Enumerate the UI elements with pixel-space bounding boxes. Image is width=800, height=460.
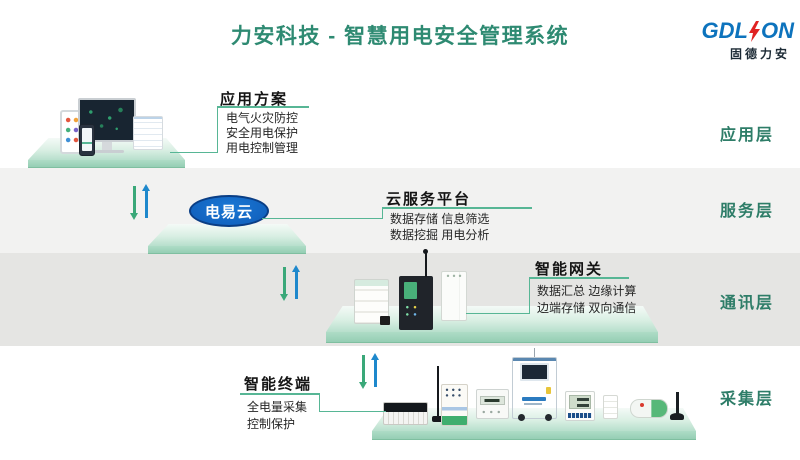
layer-label-collect: 采集层 <box>719 391 774 408</box>
antenna-mast-base <box>432 416 444 422</box>
energy-meter-lcd <box>480 396 505 405</box>
cabinet-brand-submark <box>524 403 542 405</box>
underline-comm <box>529 277 629 279</box>
control-cabinet-illustration <box>441 271 467 321</box>
connector-service <box>262 218 382 219</box>
connector-application <box>170 152 217 153</box>
feature-line: 安全用电保护 <box>226 126 299 140</box>
logo-text-left: GDL <box>701 18 748 43</box>
cabinet-antenna-wire <box>534 348 535 357</box>
terminal-module-illustration <box>441 384 468 426</box>
sensor-card-illustration <box>603 395 618 419</box>
gateway-antenna <box>425 252 427 277</box>
bracket-service <box>382 207 383 219</box>
gateway-antenna-tip <box>423 249 428 254</box>
sync-arrows-2 <box>280 265 303 301</box>
sync-arrows-3 <box>359 353 382 389</box>
features-service: 数据存储 信息筛选 数据挖掘 用电分析 <box>390 211 489 243</box>
arrow-down-icon <box>359 355 367 389</box>
thermo-sensor-buttons <box>568 413 592 418</box>
cabinet-brand-mark <box>522 397 546 401</box>
logo-text-right: ON <box>761 18 794 43</box>
wireless-sensor-illustration <box>630 399 668 418</box>
arrow-up-icon <box>292 265 300 299</box>
cloud-label: 电易云 <box>204 203 253 221</box>
small-antenna <box>676 392 679 416</box>
connector-comm <box>466 313 529 314</box>
dashboard-panel-illustration <box>133 116 163 150</box>
feature-line: 数据存储 信息筛选 <box>390 212 490 226</box>
din-module-illustration <box>354 279 389 324</box>
bracket-collect <box>319 393 320 412</box>
wireless-sensor-led <box>640 403 644 407</box>
layer-label-comm: 通讯层 <box>719 295 774 312</box>
feature-line: 数据挖掘 用电分析 <box>390 228 490 242</box>
page-title: 力安科技 - 智慧用电安全管理系统 <box>230 25 570 48</box>
connector-collect <box>320 411 386 412</box>
feature-line: 电气火灾防控 <box>226 111 299 125</box>
block-title-collect: 智能终端 <box>244 376 313 393</box>
block-title-service: 云服务平台 <box>386 191 472 208</box>
cabinet-screen <box>520 363 549 381</box>
gateway-status-lights <box>404 304 426 320</box>
layer-label-service: 服务层 <box>719 203 774 220</box>
block-title-comm: 智能网关 <box>535 261 604 278</box>
lightning-bolt-icon <box>749 20 760 42</box>
monitor-stand <box>102 142 112 150</box>
cloud-badge: 电易云 <box>189 195 269 227</box>
phone-illustration <box>79 124 95 156</box>
sync-arrows-1 <box>130 184 153 220</box>
company-logo: GDL ON 固德力安 <box>660 18 794 62</box>
feature-line: 全电量采集 <box>247 400 308 414</box>
arrow-up-icon <box>142 184 150 218</box>
monitor-base <box>90 150 124 153</box>
feature-line: 用电控制管理 <box>226 141 299 155</box>
feature-line: 数据汇总 边缘计算 <box>537 284 637 298</box>
din-module-clamp <box>380 316 390 325</box>
feature-line: 控制保护 <box>247 417 296 431</box>
energy-meter-buttons <box>480 409 505 415</box>
platform-service <box>148 224 306 254</box>
small-antenna-base <box>670 413 684 420</box>
underline-collect <box>240 393 320 395</box>
arrow-down-icon <box>280 267 288 301</box>
bracket-comm <box>529 277 530 314</box>
underline-application <box>217 106 309 108</box>
cabinet-wheel <box>545 414 552 421</box>
cabinet-button <box>546 387 551 394</box>
antenna-mast <box>437 366 439 418</box>
features-application: 电气火灾防控 安全用电保护 用电控制管理 <box>226 111 298 156</box>
arrow-up-icon <box>371 353 379 387</box>
features-collect: 全电量采集 控制保护 <box>247 399 307 433</box>
power-strip-illustration <box>383 402 428 425</box>
arrow-down-icon <box>130 186 138 220</box>
features-comm: 数据汇总 边缘计算 边端存储 双向通信 <box>537 283 636 317</box>
gateway-label-area <box>404 282 417 299</box>
underline-service <box>382 207 532 209</box>
layer-label-application: 应用层 <box>719 127 774 144</box>
feature-line: 边端存储 双向通信 <box>537 301 637 315</box>
block-title-application: 应用方案 <box>220 91 289 108</box>
bracket-application <box>217 106 218 153</box>
thermo-sensor-lcd <box>569 395 591 409</box>
logo-subtitle: 固德力安 <box>729 47 790 61</box>
cabinet-wheel <box>518 414 525 421</box>
